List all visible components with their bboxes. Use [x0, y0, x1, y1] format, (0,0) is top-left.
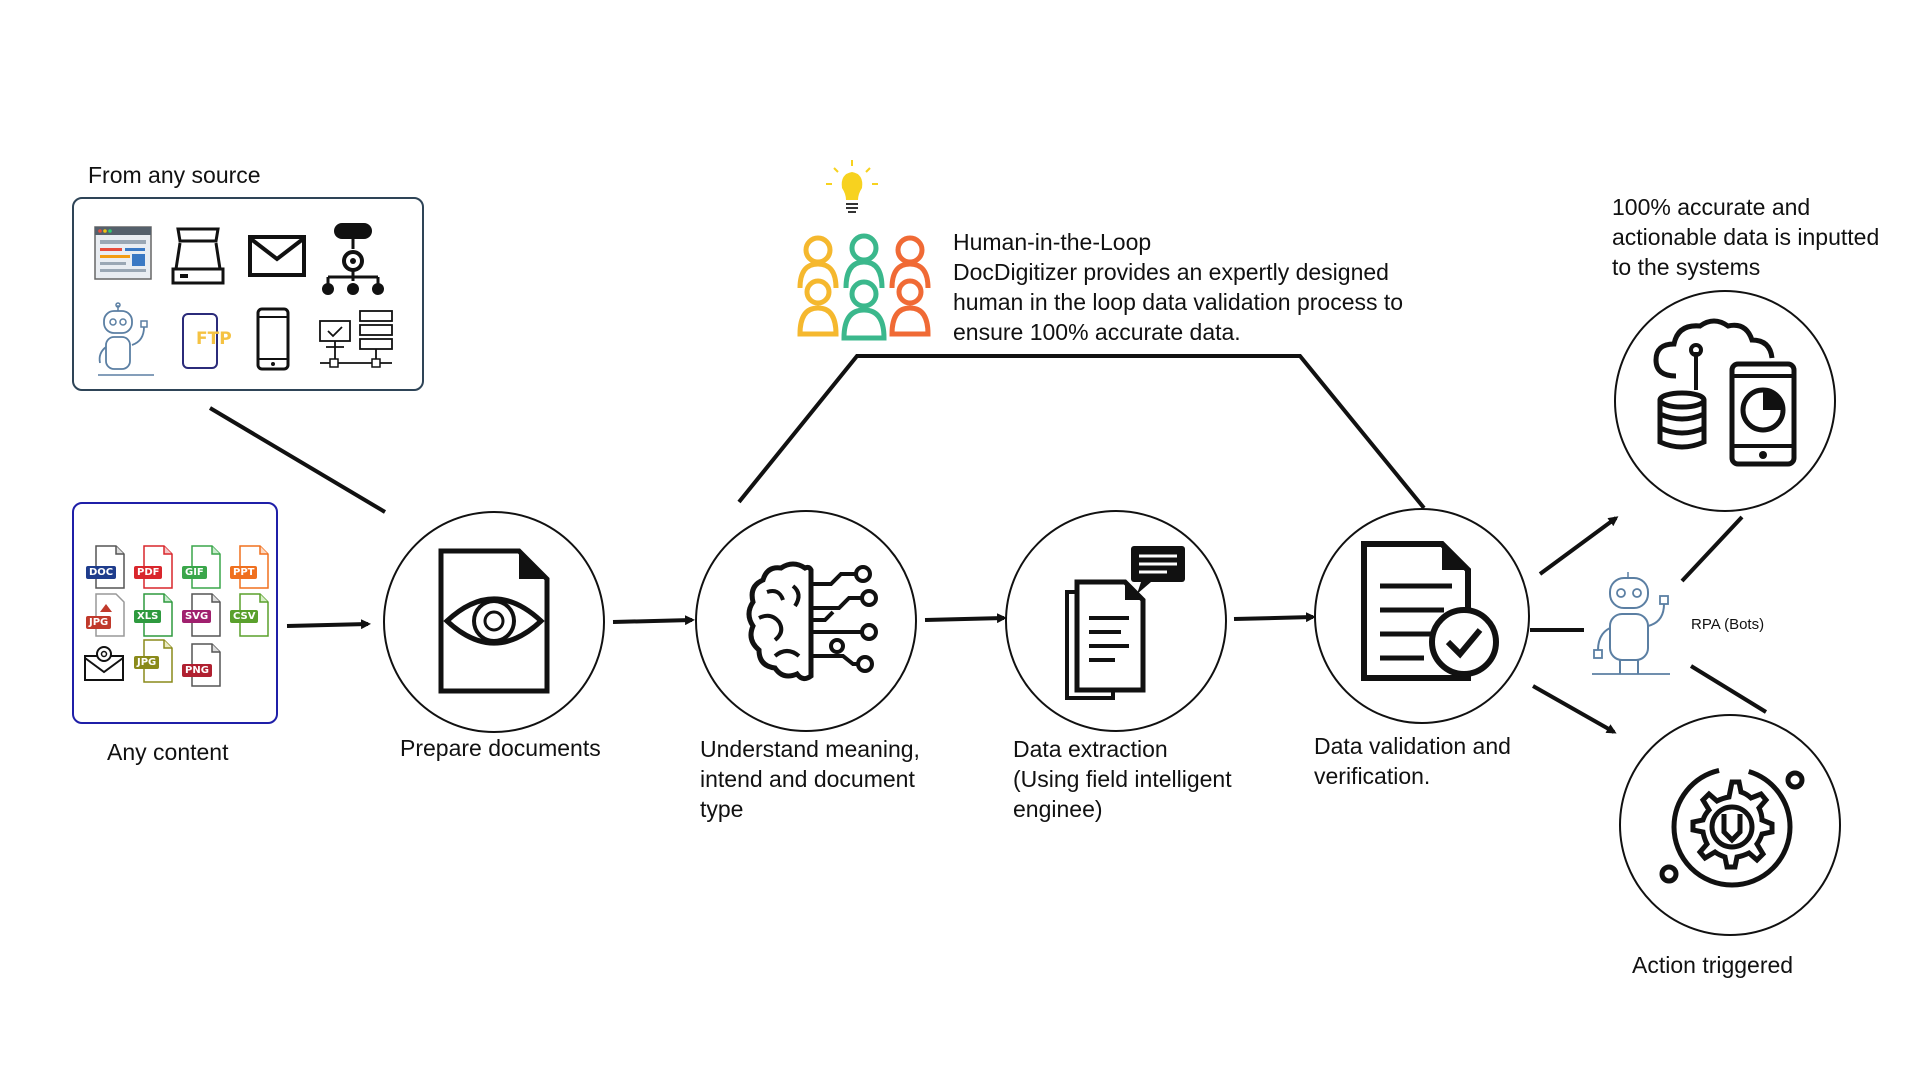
from-any-source-label: From any source: [88, 162, 261, 188]
rpa-label: RPA (Bots): [1691, 616, 1765, 633]
file-type-pdf: PDF: [134, 566, 163, 579]
cloud-database-icon: [1653, 318, 1797, 467]
understand-line3: type: [700, 796, 744, 822]
file-type-jpg2: JPG: [134, 656, 160, 669]
hitl-line1: DocDigitizer provides an expertly design…: [953, 259, 1389, 285]
accurate-line2: actionable data is inputted: [1612, 224, 1880, 250]
understand-line2: intend and document: [700, 766, 915, 792]
file-type-svg: SVG: [182, 610, 212, 623]
file-doc-icon: DOC: [86, 544, 130, 590]
hitl-line2: human in the loop data validation proces…: [953, 289, 1404, 315]
robot-icon: [98, 302, 154, 376]
prepare-documents-label: Prepare documents: [400, 735, 601, 761]
gear-wrench-icon: [1659, 766, 1805, 888]
understand-line1: Understand meaning,: [700, 736, 920, 762]
file-ppt-icon: PPT: [230, 544, 274, 590]
file-jpg-icon: JPG: [86, 592, 130, 638]
understand-meaning-circle: [695, 510, 917, 732]
web-page-icon: [94, 226, 152, 280]
human-loop-line: [737, 354, 1426, 510]
source-box: FTP: [72, 197, 424, 391]
file-type-jpg: JPG: [86, 616, 112, 629]
rpa-robot-icon: [1592, 572, 1670, 675]
rpa-to-action-line: [1689, 664, 1768, 714]
content-to-prepare-arrow: [286, 619, 371, 630]
file-type-doc: DOC: [86, 566, 117, 579]
extraction-to-validation-arrow: [1233, 612, 1316, 623]
data-validation-circle: [1314, 508, 1530, 724]
brain-circuit-icon: [746, 561, 878, 682]
extraction-line3: enginee): [1013, 796, 1103, 822]
validation-line2: verification.: [1314, 763, 1431, 789]
content-box: DOC PDF GIF PPT JPG XLS SVG CSV JPG PNG: [72, 502, 278, 724]
document-eye-icon: [438, 548, 550, 694]
document-check-icon: [1361, 541, 1499, 681]
file-xls-icon: XLS: [134, 592, 178, 638]
source-to-prepare-line: [208, 406, 387, 514]
workflow-icon: [322, 223, 384, 295]
file-pdf-icon: PDF: [134, 544, 178, 590]
mail-icon: [248, 235, 306, 277]
validation-to-action-arrow: [1532, 684, 1617, 734]
prepare-documents-circle: [383, 511, 605, 733]
validation-to-accurate-arrow: [1538, 516, 1619, 576]
file-gif-icon: GIF: [182, 544, 226, 590]
action-triggered-circle: [1619, 714, 1841, 936]
accurate-data-circle: [1614, 290, 1836, 512]
file-type-xls: XLS: [134, 610, 162, 623]
hitl-title: Human-in-the-Loop: [953, 229, 1152, 255]
email-at-icon: [84, 646, 124, 681]
any-content-label: Any content: [107, 739, 229, 765]
file-svg-icon: SVG: [182, 592, 226, 638]
smartphone-icon: [256, 307, 290, 371]
file-type-csv: CSV: [230, 610, 259, 623]
action-triggered-label: Action triggered: [1632, 952, 1794, 978]
ftp-label: FTP: [196, 329, 232, 349]
understand-to-extraction-arrow: [924, 613, 1007, 624]
file-jpg2-icon: JPG: [134, 638, 178, 684]
people-group-icon: [797, 233, 931, 341]
document-extraction-icon: [1065, 546, 1185, 700]
data-extraction-circle: [1005, 510, 1227, 732]
accurate-line3: to the systems: [1612, 254, 1761, 280]
extraction-line1: Data extraction: [1013, 736, 1168, 762]
extraction-line2: (Using field intelligent: [1013, 766, 1232, 792]
accurate-line1: 100% accurate and: [1612, 194, 1811, 220]
file-png-icon: PNG: [182, 642, 226, 688]
file-type-gif: GIF: [182, 566, 207, 579]
scanner-icon: [171, 227, 225, 285]
validation-line1: Data validation and: [1314, 733, 1511, 759]
rpa-to-accurate-line: [1680, 515, 1744, 583]
prepare-to-understand-arrow: [612, 615, 695, 626]
network-server-icon: [319, 310, 393, 368]
ftp-phone-icon: FTP: [182, 313, 232, 369]
lightbulb-icon: [826, 160, 878, 213]
file-csv-icon: CSV: [230, 592, 274, 638]
file-type-ppt: PPT: [230, 566, 258, 579]
file-type-png: PNG: [182, 664, 212, 677]
hitl-line3: ensure 100% accurate data.: [953, 319, 1241, 345]
